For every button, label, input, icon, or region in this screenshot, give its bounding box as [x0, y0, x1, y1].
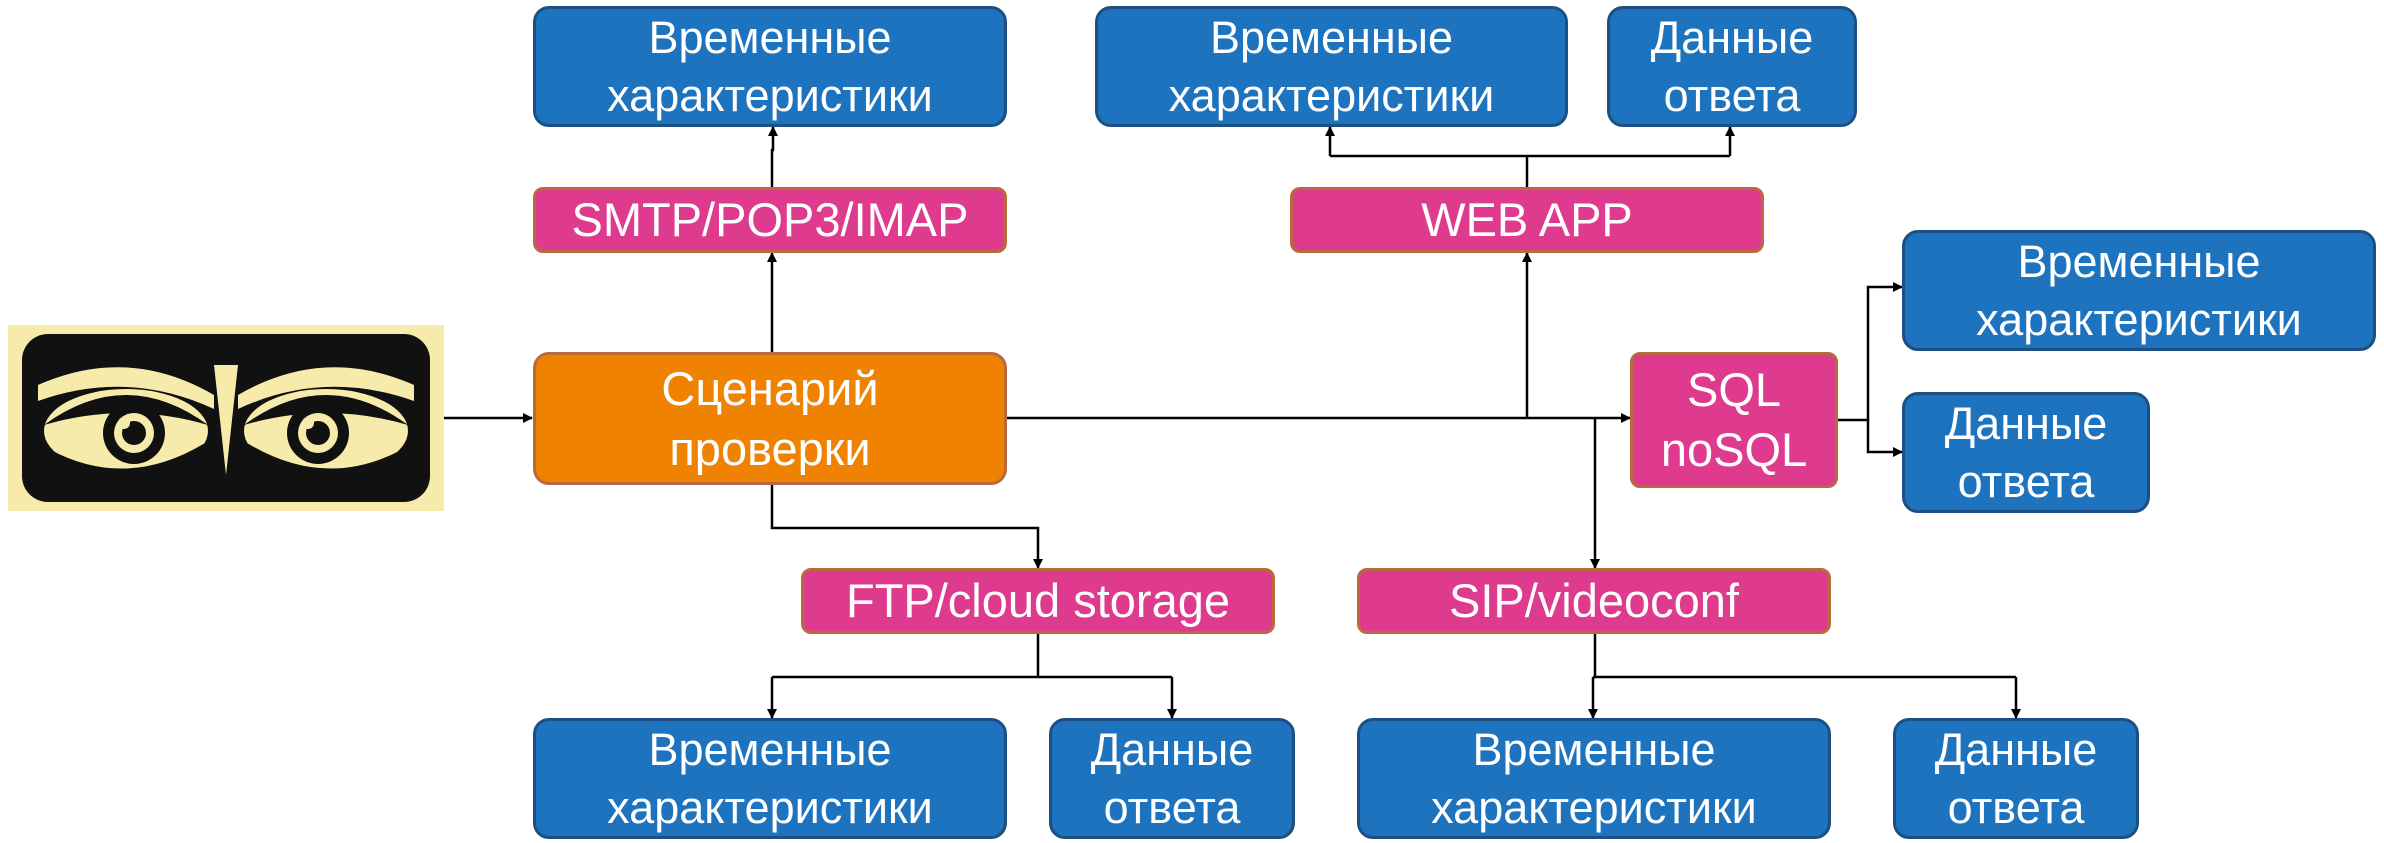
timing-label-line2: характеристики [1168, 69, 1495, 121]
timing-label-line2: характеристики [607, 781, 933, 833]
timing-label-line1: Временные [648, 724, 892, 776]
scenario-label-line1: Сценарий [661, 361, 879, 415]
mail-protocol-label: SMTP/POP3/IMAP [571, 193, 969, 247]
sip-response-box: Данные ответа [1893, 718, 2139, 839]
web-app-box: WEB APP [1290, 187, 1764, 253]
response-label-line1: Данные [1934, 724, 2098, 776]
timing-label-line2: характеристики [607, 69, 933, 121]
ftp-timing-box: Временные характеристики [533, 718, 1007, 839]
response-label-line2: ответа [1957, 455, 2095, 507]
timing-label-line1: Временные [1472, 724, 1716, 776]
web-timing-box: Временные характеристики [1095, 6, 1568, 127]
ftp-protocol-box: FTP/cloud storage [801, 568, 1275, 634]
db-response-box: Данные ответа [1902, 392, 2150, 513]
timing-label-line1: Временные [1209, 12, 1454, 64]
scenario-label-line2: проверки [669, 421, 871, 475]
response-label-line1: Данные [1090, 724, 1254, 776]
database-label-line2: noSQL [1660, 423, 1808, 476]
watching-eyes-icon [8, 325, 444, 511]
sip-protocol-box: SIP/videoconf [1357, 568, 1831, 634]
scenario-box: Сценарий проверки [533, 352, 1007, 485]
response-label-line2: ответа [1947, 781, 2085, 833]
sip-timing-box: Временные характеристики [1357, 718, 1831, 839]
web-response-box: Данные ответа [1607, 6, 1857, 127]
timing-label-line1: Временные [2017, 236, 2261, 288]
response-label-line1: Данные [1944, 398, 2108, 450]
mail-timing-box: Временные характеристики [533, 6, 1007, 127]
mail-protocol-box: SMTP/POP3/IMAP [533, 187, 1007, 253]
web-app-label: WEB APP [1421, 193, 1633, 247]
response-label-line2: ответа [1663, 69, 1801, 121]
database-box: SQL noSQL [1630, 352, 1838, 488]
response-label-line2: ответа [1103, 781, 1241, 833]
sip-protocol-label: SIP/videoconf [1448, 574, 1739, 628]
ftp-response-box: Данные ответа [1049, 718, 1295, 839]
timing-label-line2: характеристики [1431, 781, 1757, 833]
timing-label-line1: Временные [648, 12, 892, 64]
response-label-line1: Данные [1650, 12, 1814, 64]
database-label-line1: SQL [1686, 363, 1782, 417]
ftp-protocol-label: FTP/cloud storage [845, 574, 1230, 628]
db-timing-box: Временные характеристики [1902, 230, 2376, 351]
timing-label-line2: характеристики [1976, 293, 2302, 345]
